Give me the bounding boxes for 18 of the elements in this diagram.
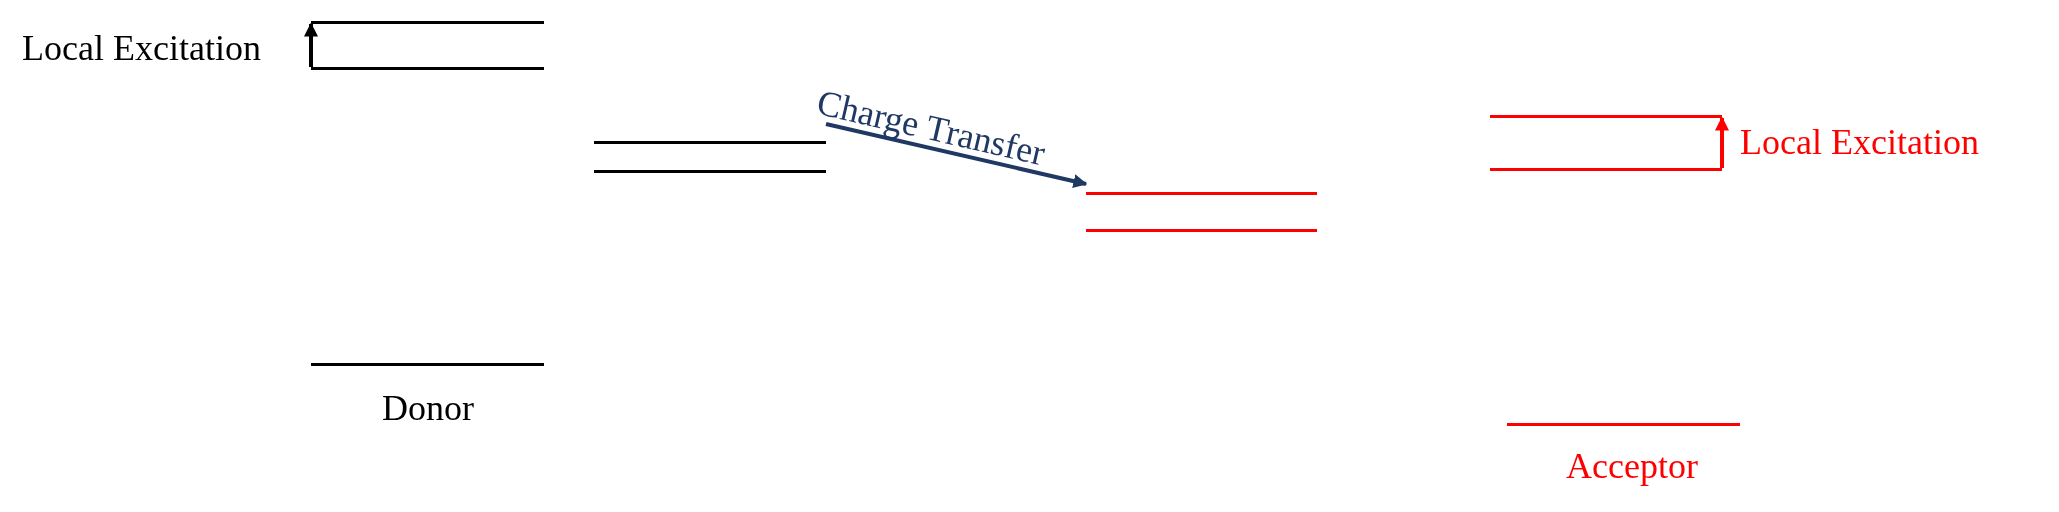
energy-level-line bbox=[311, 363, 544, 366]
energy-level-line bbox=[1490, 168, 1722, 171]
energy-level-line bbox=[1086, 229, 1317, 232]
edge-label: Local Excitation bbox=[1740, 124, 1979, 160]
energy-level-line bbox=[311, 21, 544, 24]
edge-label: Local Excitation bbox=[22, 30, 261, 66]
level-caption: Donor bbox=[382, 390, 474, 426]
edge-label: Charge Transfer bbox=[813, 84, 1049, 172]
arrow bbox=[825, 122, 1088, 188]
energy-level-line bbox=[1490, 115, 1722, 118]
energy-level-line bbox=[1086, 192, 1317, 195]
energy-level-line bbox=[1507, 423, 1740, 426]
energy-level-line bbox=[594, 141, 826, 144]
energy-level-line bbox=[311, 67, 544, 70]
arrow bbox=[304, 22, 318, 67]
arrow bbox=[1715, 116, 1729, 168]
level-caption: Acceptor bbox=[1566, 448, 1698, 484]
energy-level-line bbox=[594, 170, 826, 173]
